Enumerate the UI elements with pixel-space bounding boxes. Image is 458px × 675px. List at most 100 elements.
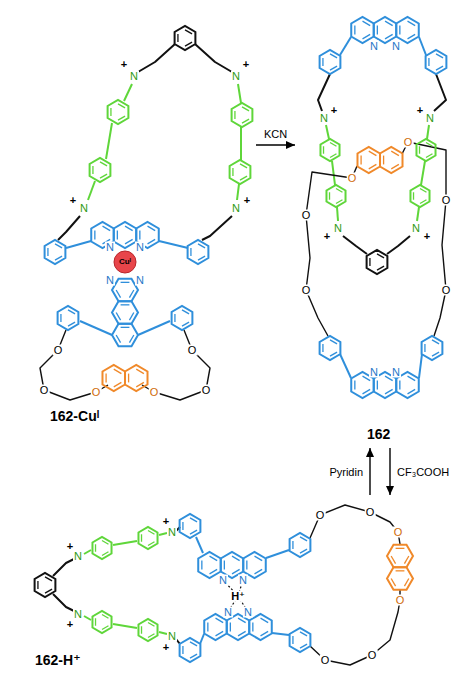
aromatic-ring [92,611,111,633]
bond-line [113,541,137,545]
atom-label: + [323,231,331,242]
atom-label: O [403,137,414,148]
double-bond [121,304,130,305]
bond-line [326,125,329,139]
aromatic-ring [367,250,388,274]
double-bond [94,231,95,240]
double-bond [190,642,197,646]
atom-label: N [231,71,241,82]
double-bond [385,34,393,38]
double-bond [182,322,189,326]
atom-label: + [162,642,170,653]
double-bond [369,258,370,266]
bond-line [53,559,74,576]
double-bond [363,21,371,25]
double-bond [424,344,425,352]
atom-label: N [243,607,253,618]
aromatic-ring [320,336,341,360]
atom-label: O [91,387,102,398]
atom-label: + [120,59,128,70]
double-bond [177,34,178,42]
atom-label: N [391,367,401,378]
bond-line [306,172,352,336]
double-bond [216,618,224,622]
double-bond [377,254,384,258]
atom-label: N [105,275,115,286]
bond-line [419,354,422,378]
double-bond [114,382,122,386]
double-bond [377,266,384,270]
bond-line [196,537,203,553]
double-bond [116,335,120,343]
bond-line [80,321,112,335]
double-bond [182,522,183,530]
double-bond [128,374,129,383]
double-bond [141,534,142,541]
double-bond [102,626,108,630]
double-bond [118,116,125,120]
atom-label: O [395,595,406,606]
double-bond [323,146,324,153]
bond-line [266,550,289,558]
atom-label: N [135,242,145,253]
atom-label: O [301,285,312,296]
double-bond [121,282,130,283]
double-bond [238,631,246,635]
aromatic-ring [410,185,429,207]
double-bond [148,634,154,638]
double-bond [118,104,125,108]
double-bond [330,54,337,58]
double-bond [37,581,38,589]
aromatic-ring [290,533,311,557]
aromatic-ring [320,139,339,161]
double-bond [408,389,416,393]
double-bond [426,143,432,147]
aromatic-ring [249,614,272,640]
double-bond [399,26,400,35]
double-bond [330,66,337,70]
double-bond [436,54,443,58]
bond-line [272,633,289,635]
double-bond [330,352,337,356]
double-bond [198,256,205,260]
bond-line [427,125,429,139]
atom-label: + [69,195,77,206]
double-bond [125,239,133,243]
double-bond [129,313,133,321]
double-bond [232,569,240,573]
double-bond [413,192,414,199]
reaction-arrow [369,448,370,495]
double-bond [117,231,118,240]
double-bond [110,108,111,116]
atom-label: + [242,59,250,70]
aromatic-ring [90,158,111,182]
atom-label: N [231,203,241,214]
double-bond [420,189,426,193]
double-bond [210,556,218,560]
aromatic-ring [204,614,227,640]
double-bond [190,518,197,522]
bond-line [310,590,400,665]
atom-label: N [319,113,329,124]
atom-label: O [441,285,452,296]
bond-line [310,505,400,544]
double-bond [242,107,249,111]
atom-label: N [129,71,139,82]
double-bond [125,226,133,230]
aromatic-ring [92,537,111,559]
double-bond [148,623,154,627]
double-bond [255,569,263,573]
atom-label: N [333,223,343,234]
atom-label: O [393,527,404,538]
atom-label: N [369,367,379,378]
bond-line [159,533,167,535]
atom-label: O [315,510,326,521]
double-bond [432,340,439,344]
bond-line [159,241,188,248]
double-bond [121,327,130,328]
double-bond [385,21,393,25]
double-bond [420,200,426,204]
double-bond [300,537,307,541]
double-bond [174,314,175,322]
